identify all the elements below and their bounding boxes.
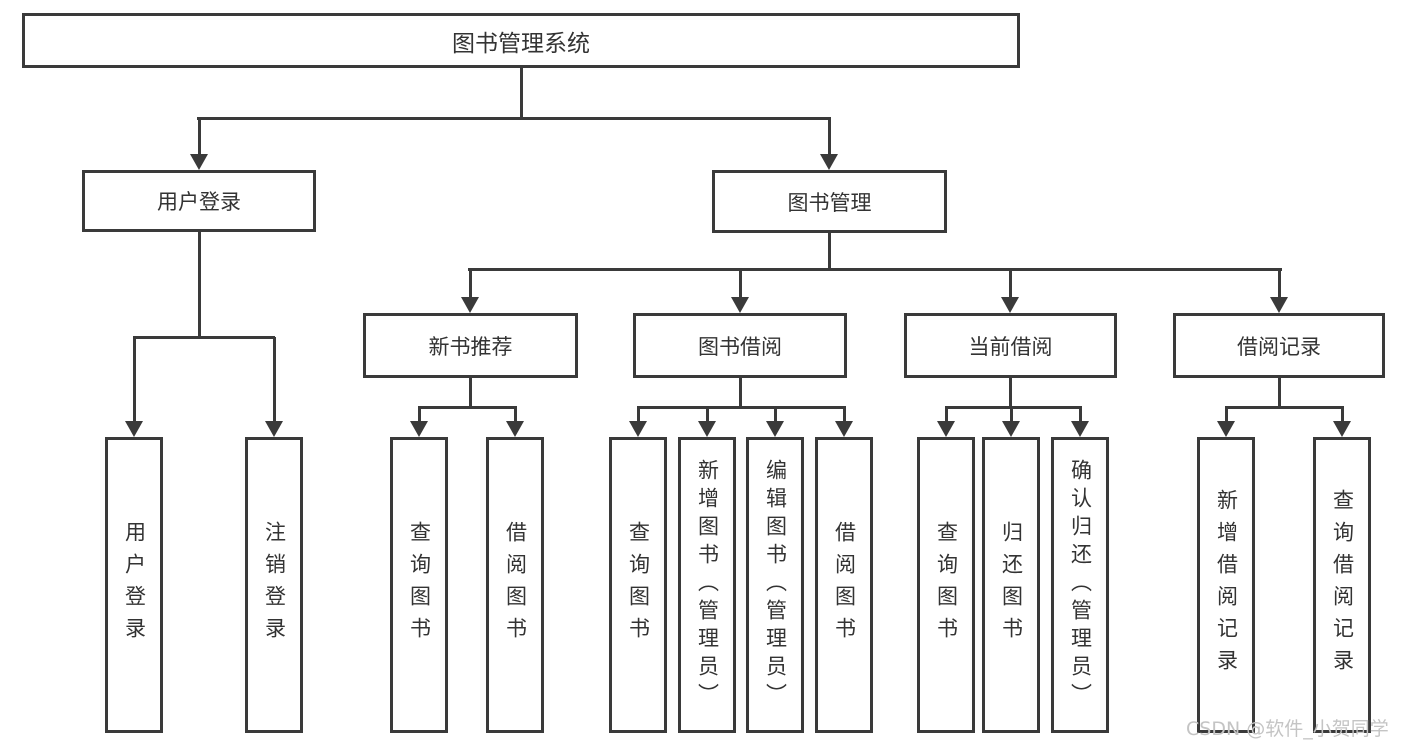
arrow-down-icon [506, 421, 524, 437]
arrow-down-icon [1002, 421, 1020, 437]
connector-vline [1009, 378, 1012, 408]
node-book-borrowing-label: 图书借阅 [698, 334, 782, 359]
connector-vline [739, 378, 742, 408]
leaf-borrowing-edit-books-admin: 编辑图书（管理员） [746, 437, 804, 733]
connector-vline [1278, 378, 1281, 408]
leaf-newbook-query-books-label: 查询图书 [407, 521, 432, 649]
connector-vline [1278, 269, 1281, 299]
leaf-current-query-books-label: 查询图书 [934, 521, 959, 649]
node-book-management: 图书管理 [712, 170, 947, 233]
connector-hline [197, 117, 831, 120]
leaf-records-query-record: 查询借阅记录 [1313, 437, 1371, 733]
leaf-newbook-query-books: 查询图书 [390, 437, 448, 733]
leaf-borrowing-query-books-label: 查询图书 [626, 521, 651, 649]
connector-vline [828, 118, 831, 156]
leaf-user-login: 用户登录 [105, 437, 163, 733]
connector-hline [637, 406, 846, 409]
leaf-borrowing-borrow-books: 借阅图书 [815, 437, 873, 733]
connector-vline [469, 378, 472, 408]
connector-vline [739, 269, 742, 299]
arrow-down-icon [190, 154, 208, 170]
connector-hline [468, 268, 1282, 271]
leaf-records-query-record-label: 查询借阅记录 [1330, 489, 1355, 681]
connector-vline [418, 407, 421, 423]
node-current-borrowing: 当前借阅 [904, 313, 1117, 378]
connector-vline [1225, 407, 1228, 423]
connector-vline [514, 407, 517, 423]
leaf-borrowing-query-books: 查询图书 [609, 437, 667, 733]
arrow-down-icon [835, 421, 853, 437]
leaf-newbook-borrow-books-label: 借阅图书 [503, 521, 528, 649]
arrow-down-icon [629, 421, 647, 437]
connector-hline [133, 336, 275, 339]
node-root-label: 图书管理系统 [452, 30, 590, 57]
leaf-current-confirm-return-admin: 确认归还（管理员） [1051, 437, 1109, 733]
connector-hline [418, 406, 517, 409]
leaf-current-query-books: 查询图书 [917, 437, 975, 733]
connector-vline [1341, 407, 1344, 423]
leaf-current-return-books: 归还图书 [982, 437, 1040, 733]
connector-vline [706, 407, 709, 423]
leaf-records-add-record-label: 新增借阅记录 [1214, 489, 1239, 681]
connector-vline [1010, 407, 1013, 423]
node-current-borrowing-label: 当前借阅 [968, 334, 1053, 359]
arrow-down-icon [1270, 297, 1288, 313]
leaf-borrowing-edit-books-admin-label: 编辑图书（管理员） [763, 459, 788, 711]
node-user-login: 用户登录 [82, 170, 316, 232]
leaf-borrowing-add-books-admin-label: 新增图书（管理员） [695, 459, 720, 711]
node-borrow-records-label: 借阅记录 [1237, 334, 1321, 359]
node-book-management-label: 图书管理 [787, 190, 872, 215]
connector-vline [520, 68, 523, 118]
leaf-current-return-books-label: 归还图书 [999, 521, 1024, 649]
node-borrow-records: 借阅记录 [1173, 313, 1385, 378]
connector-vline [198, 118, 201, 156]
arrow-down-icon [766, 421, 784, 437]
leaf-current-confirm-return-admin-label: 确认归还（管理员） [1068, 459, 1093, 711]
node-book-borrowing: 图书借阅 [633, 313, 847, 378]
node-new-book-recommend: 新书推荐 [363, 313, 578, 378]
csdn-watermark: CSDN @软件_小贺同学 [1186, 718, 1389, 740]
leaf-records-add-record: 新增借阅记录 [1197, 437, 1255, 733]
connector-vline [945, 407, 948, 423]
leaf-user-login-label: 用户登录 [122, 521, 147, 649]
leaf-borrowing-borrow-books-label: 借阅图书 [832, 521, 857, 649]
connector-vline [133, 337, 136, 423]
arrow-down-icon [820, 154, 838, 170]
arrow-down-icon [731, 297, 749, 313]
arrow-down-icon [410, 421, 428, 437]
connector-vline [828, 233, 831, 270]
node-root: 图书管理系统 [22, 13, 1020, 68]
leaf-borrowing-add-books-admin: 新增图书（管理员） [678, 437, 736, 733]
arrow-down-icon [1333, 421, 1351, 437]
arrow-down-icon [125, 421, 143, 437]
arrow-down-icon [461, 297, 479, 313]
arrow-down-icon [1001, 297, 1019, 313]
connector-vline [469, 269, 472, 299]
connector-vline [637, 407, 640, 423]
connector-hline [1225, 406, 1344, 409]
connector-hline [945, 406, 1082, 409]
connector-vline [843, 407, 846, 423]
node-new-book-recommend-label: 新书推荐 [428, 334, 513, 359]
leaf-logout-label: 注销登录 [262, 521, 287, 649]
node-user-login-label: 用户登录 [157, 190, 241, 214]
leaf-newbook-borrow-books: 借阅图书 [486, 437, 544, 733]
leaf-logout: 注销登录 [245, 437, 303, 733]
connector-vline [1079, 407, 1082, 423]
connector-vline [774, 407, 777, 423]
arrow-down-icon [1217, 421, 1235, 437]
connector-vline [273, 337, 276, 423]
connector-vline [1009, 269, 1012, 299]
arrow-down-icon [265, 421, 283, 437]
arrow-down-icon [698, 421, 716, 437]
arrow-down-icon [1071, 421, 1089, 437]
connector-vline [198, 232, 201, 337]
arrow-down-icon [937, 421, 955, 437]
